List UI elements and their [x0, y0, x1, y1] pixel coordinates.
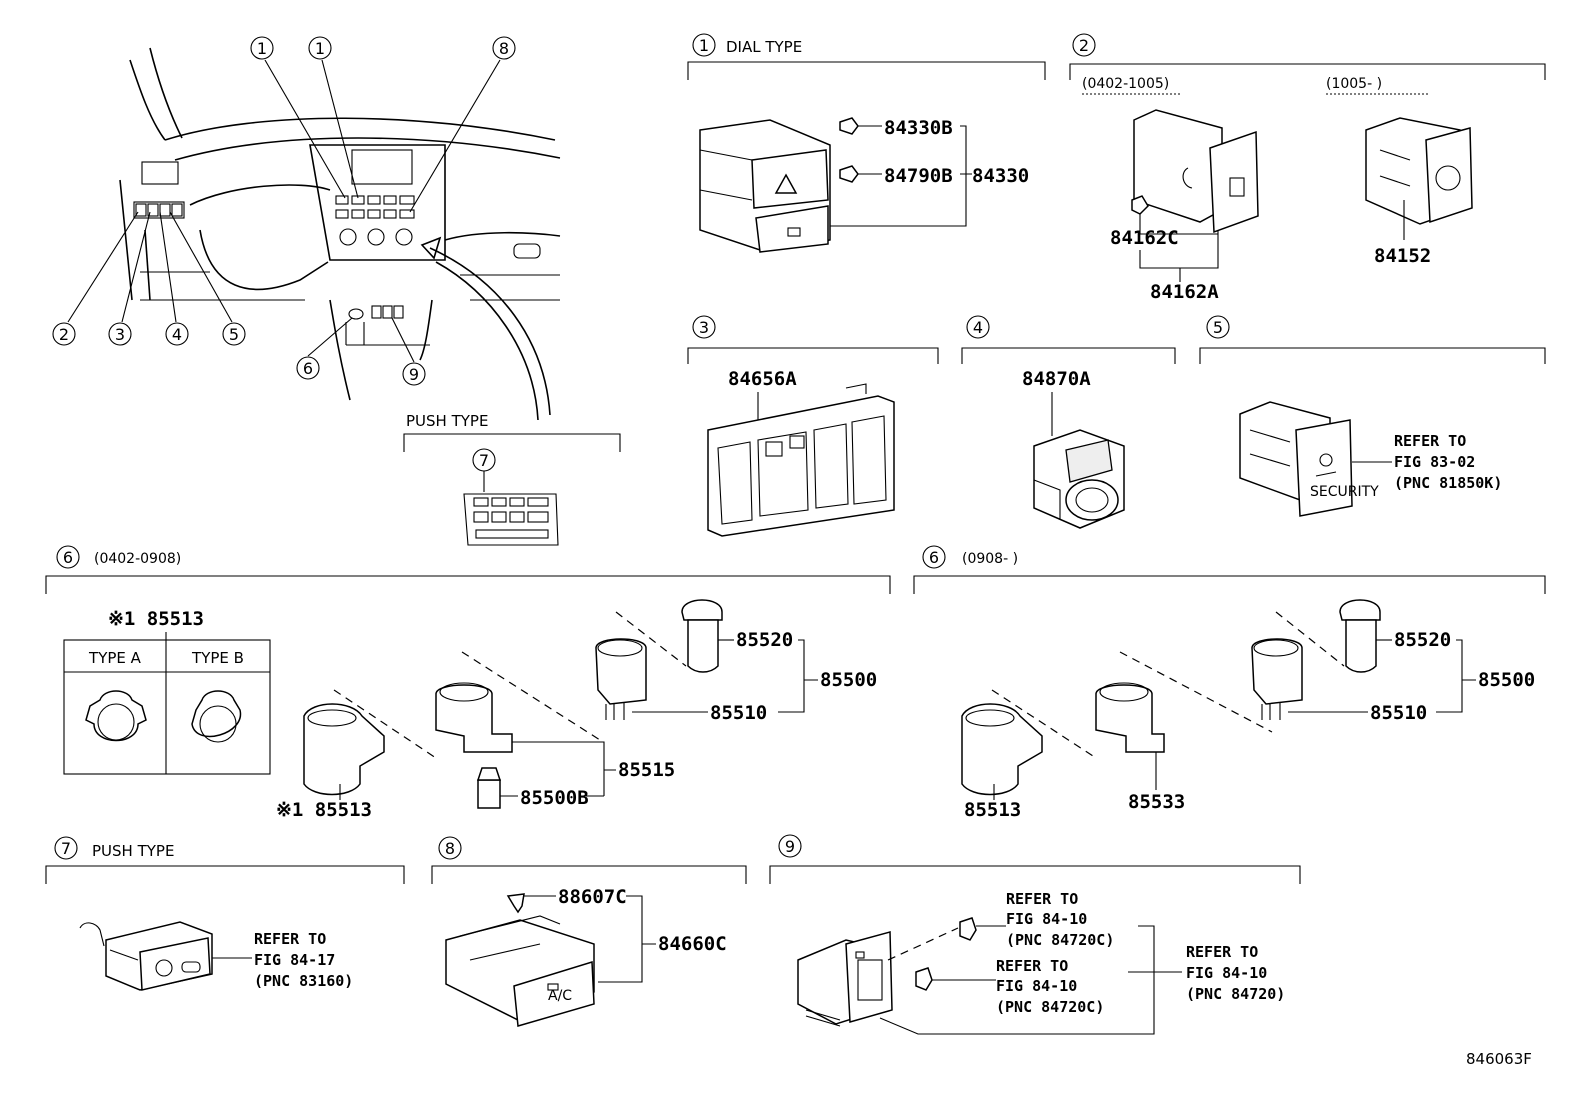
callout-6: 6	[303, 359, 313, 378]
security-marking: SECURITY	[1310, 484, 1379, 500]
part-88607C: 88607C	[558, 886, 627, 908]
section-1-dial-type: 1 DIAL TYPE 84330B 84790B 84330	[687, 33, 1046, 253]
part-84870A: 84870A	[1022, 368, 1091, 390]
part-85500-b: 85500	[1478, 669, 1535, 691]
ref9c-line1: REFER TO	[1186, 943, 1258, 961]
section-1-title: DIAL TYPE	[726, 38, 802, 56]
part-84162A: 84162A	[1150, 281, 1219, 303]
type-a-header: TYPE A	[88, 649, 142, 667]
svg-text:6: 6	[929, 548, 939, 567]
ac-marking: A/C	[548, 988, 572, 1004]
section-2: 2 (0402-1005) (1005- ) 84162C 84162A 841…	[1069, 33, 1546, 303]
section-5: 5 SECURITY REFER TO FIG 83-02 (PNC 81850…	[1199, 315, 1546, 517]
push-type-label: PUSH TYPE	[406, 412, 488, 430]
ref5-line1: REFER TO	[1394, 432, 1466, 450]
type-b-header: TYPE B	[191, 649, 244, 667]
ref5-line3: (PNC 81850K)	[1394, 474, 1502, 492]
svg-text:4: 4	[973, 318, 983, 337]
part-85500B: 85500B	[520, 787, 589, 809]
ref9c-line2: FIG 84-10	[1186, 964, 1267, 982]
part-85533: 85533	[1128, 791, 1185, 813]
section-3: 3 84656A	[687, 315, 939, 537]
range-0402-1005: (0402-1005)	[1082, 76, 1169, 92]
ref9a-line1: REFER TO	[1006, 890, 1078, 908]
callout-4: 4	[172, 325, 182, 344]
callout-3: 3	[115, 325, 125, 344]
ref9a-line3: (PNC 84720C)	[1006, 931, 1114, 949]
part-85513-bottom: ※1 85513	[276, 799, 372, 821]
part-85510-b: 85510	[1370, 702, 1427, 724]
part-85520-a: 85520	[736, 629, 793, 651]
ref9a-line2: FIG 84-10	[1006, 910, 1087, 928]
svg-text:3: 3	[699, 318, 709, 337]
push-type-inset: PUSH TYPE 7	[403, 412, 621, 546]
part-84152: 84152	[1374, 245, 1431, 267]
callout-5: 5	[229, 325, 239, 344]
section-7-push-type: 7 PUSH TYPE REFER TO FIG 84-17 (PNC 8316…	[45, 836, 405, 991]
section-8: 8 88607C 84660C A/C	[431, 836, 747, 1027]
section-6-early: 6 (0402-0908) ※1 85513 TYPE A TYPE B ※1 …	[45, 545, 891, 821]
ref9b-line1: REFER TO	[996, 957, 1068, 975]
ref9b-line3: (PNC 84720C)	[996, 998, 1104, 1016]
callout-1b: 1	[315, 39, 325, 58]
ref7-line1: REFER TO	[254, 930, 326, 948]
section-6-late: 6 (0908- ) 85513 85533 85510 85520 85500	[913, 545, 1546, 821]
ref5-line2: FIG 83-02	[1394, 453, 1475, 471]
svg-text:6: 6	[63, 548, 73, 567]
section-4: 4 84870A	[961, 315, 1176, 529]
svg-text:9: 9	[785, 837, 795, 856]
ref7-line3: (PNC 83160)	[254, 972, 353, 990]
part-84330: 84330	[972, 165, 1029, 187]
overview-callouts: 1 1 8 2 3 4 5 6 9	[52, 36, 516, 386]
part-85515: 85515	[618, 759, 675, 781]
part-84162C: 84162C	[1110, 227, 1179, 249]
callout-8: 8	[499, 39, 509, 58]
part-84656A: 84656A	[728, 368, 797, 390]
svg-text:1: 1	[699, 36, 709, 55]
dashboard-overview	[67, 47, 561, 421]
svg-text:8: 8	[445, 839, 455, 858]
part-84330B: 84330B	[884, 117, 953, 139]
svg-text:2: 2	[1079, 36, 1089, 55]
section-9: 9 REFER TO FIG 84-10 (PNC 84720C) REFER …	[769, 834, 1301, 1035]
range-1005: (1005- )	[1326, 76, 1382, 92]
callout-1a: 1	[257, 39, 267, 58]
drawing-code: 846063F	[1466, 1050, 1532, 1068]
part-84660C: 84660C	[658, 933, 727, 955]
part-85500-a: 85500	[820, 669, 877, 691]
part-84790B: 84790B	[884, 165, 953, 187]
part-85520-b: 85520	[1394, 629, 1451, 651]
part-85510-a: 85510	[710, 702, 767, 724]
ref7-line2: FIG 84-17	[254, 951, 335, 969]
ref9c-line3: (PNC 84720)	[1186, 985, 1285, 1003]
svg-text:7: 7	[61, 839, 71, 858]
callout-7: 7	[479, 451, 489, 470]
part-85513-b: 85513	[964, 799, 1021, 821]
svg-text:5: 5	[1213, 318, 1223, 337]
section-7-title: PUSH TYPE	[92, 842, 174, 860]
callout-2: 2	[59, 325, 69, 344]
range-0402-0908: (0402-0908)	[94, 551, 181, 567]
range-0908: (0908- )	[962, 551, 1018, 567]
ref9b-line2: FIG 84-10	[996, 977, 1077, 995]
callout-9: 9	[409, 365, 419, 384]
part-85513-top: ※1 85513	[108, 608, 204, 630]
